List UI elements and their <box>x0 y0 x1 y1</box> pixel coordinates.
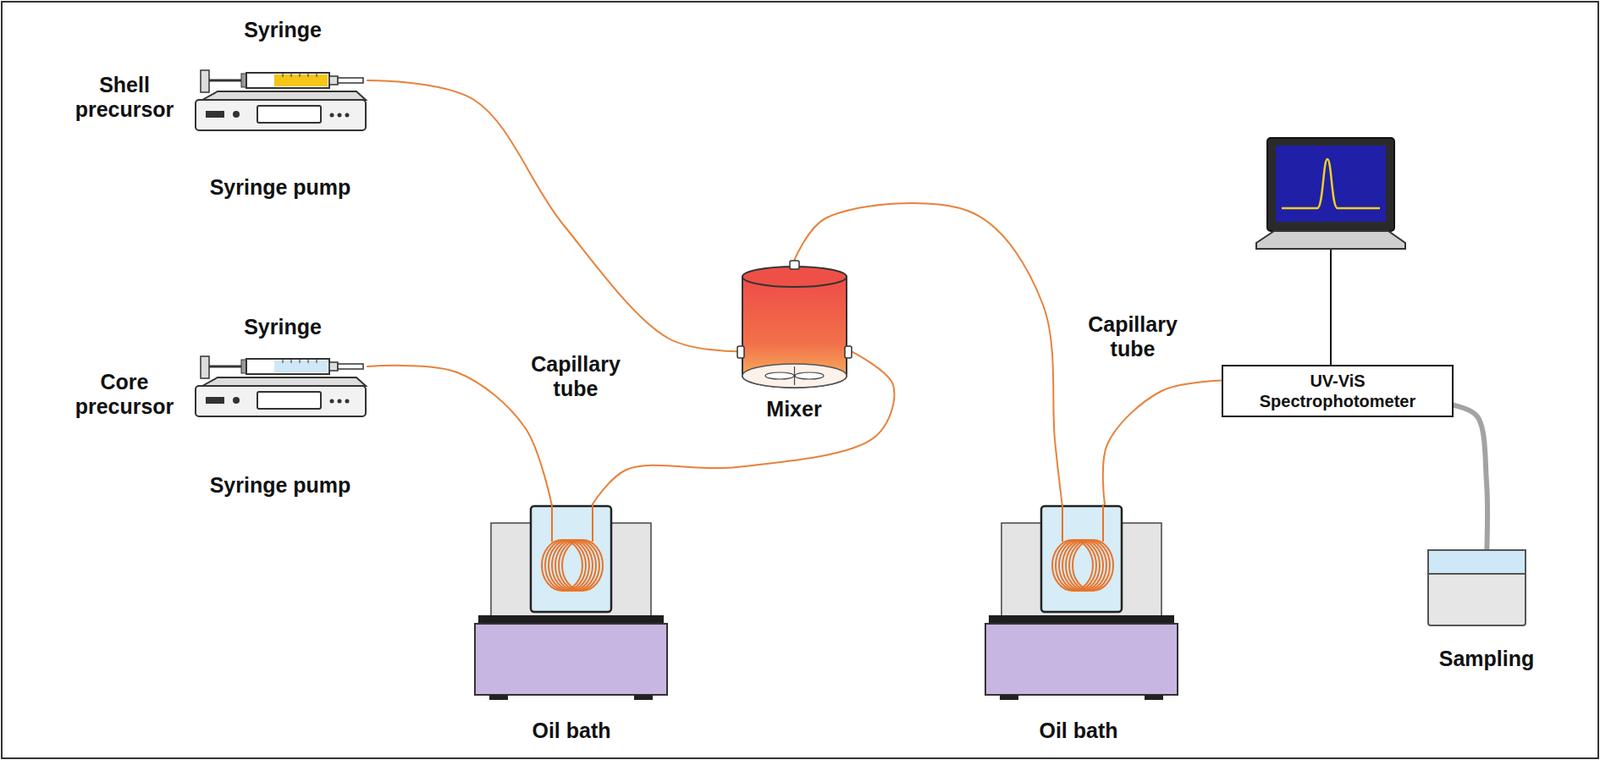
capillary-tube <box>367 80 738 352</box>
drawing-part <box>282 72 317 78</box>
drawing-part <box>200 356 210 379</box>
spectrum-peak <box>1281 159 1380 209</box>
component-label: Syringe pump <box>204 473 357 498</box>
drawing-part <box>489 695 508 701</box>
component-label: Mixer <box>734 397 854 422</box>
sampling-vial-drawing <box>1426 548 1528 628</box>
drawing-part <box>985 623 1178 696</box>
syringe-pump: SyringeShell precursorSyringe pump <box>193 66 368 133</box>
drawing-part <box>246 72 330 89</box>
drawing-part <box>257 105 321 123</box>
drawing-part <box>337 77 364 83</box>
drawing-part <box>562 540 603 591</box>
syringe-pump-drawing <box>193 352 368 420</box>
drawing-part <box>794 366 795 386</box>
capillary-tube <box>1453 405 1488 549</box>
drawing-part <box>844 346 852 359</box>
drawing-part <box>205 397 225 404</box>
oil-bath-drawing <box>474 504 668 704</box>
drawing-part <box>558 540 600 591</box>
drawing-part <box>794 372 824 380</box>
drawing-part <box>1102 504 1104 542</box>
drawing-part <box>195 99 366 131</box>
component-label: Syringe <box>206 17 359 43</box>
drawing-part <box>737 346 745 359</box>
component-label: Oil bath <box>503 718 640 744</box>
drawing-part <box>329 362 338 371</box>
component-label: Syringe pump <box>204 175 357 200</box>
drawing-part <box>200 70 210 93</box>
laptop-screen <box>1267 137 1395 232</box>
drawing-part <box>282 358 317 364</box>
data-cable <box>1329 248 1332 366</box>
tube-label: Capillary tube <box>1070 310 1196 364</box>
drawing-part <box>742 364 847 388</box>
capillary-tube <box>1103 380 1222 505</box>
tube-label: Capillary tube <box>513 350 639 403</box>
drawing-part <box>274 360 328 373</box>
oil-bath: Oil bath <box>984 504 1179 704</box>
drawing-part <box>988 615 1175 624</box>
drawing-part <box>257 391 321 409</box>
drawing-part <box>337 364 364 370</box>
drawing-part <box>742 276 847 388</box>
precursor-label: Core precursor <box>60 369 188 420</box>
drawing-part <box>345 113 350 118</box>
drawing-part <box>337 399 343 404</box>
drawing-part <box>337 113 343 118</box>
oil-bath-drawing <box>984 504 1179 704</box>
mixer-drawing <box>737 259 852 393</box>
drawing-part <box>209 79 245 83</box>
component-label: Syringe <box>206 314 359 340</box>
drawing-part <box>345 399 350 404</box>
drawing-part <box>789 260 800 270</box>
drawing-part <box>232 110 240 118</box>
drawing-part <box>195 386 366 417</box>
drawing-part <box>1041 506 1122 613</box>
sampling-vial: Sampling <box>1426 548 1528 628</box>
drawing-part <box>1428 550 1526 574</box>
drawing-part <box>202 377 366 387</box>
drawing-part <box>999 695 1019 701</box>
spectrophotometer-box: UV-ViS Spectrophotometer <box>1221 364 1454 418</box>
drawing-part <box>1069 540 1110 591</box>
drawing-part <box>1144 695 1164 701</box>
drawing-part <box>478 615 664 624</box>
drawing-part <box>634 695 653 701</box>
drawing-part <box>474 623 668 696</box>
laptop-display <box>1275 145 1386 222</box>
drawing-part <box>209 365 245 369</box>
drawing-part <box>530 506 612 613</box>
mixer: Mixer <box>737 259 852 393</box>
precursor-label: Shell precursor <box>60 72 188 122</box>
drawing-part <box>1072 540 1114 591</box>
drawing-part <box>202 91 366 100</box>
drawing-part <box>329 76 338 85</box>
instrument-label: UV-ViS Spectrophotometer <box>1246 370 1429 412</box>
drawing-part <box>274 74 328 87</box>
syringe-pump-drawing <box>193 66 368 133</box>
drawing-part <box>1428 550 1526 626</box>
laptop-keyboard <box>1256 231 1406 249</box>
drawing-part <box>551 504 553 542</box>
drawing-part <box>330 399 335 404</box>
drawing-part <box>205 110 225 118</box>
component-label: Sampling <box>1423 646 1551 672</box>
drawing-part <box>246 358 330 375</box>
component-label: Oil bath <box>1010 718 1147 744</box>
oil-bath: Oil bath <box>474 504 668 704</box>
drawing-part <box>232 397 240 404</box>
drawing-part <box>591 504 594 542</box>
drawing-part <box>765 372 795 380</box>
syringe-pump: SyringeCore precursorSyringe pump <box>193 352 368 420</box>
drawing-part <box>1061 504 1064 542</box>
drawing-part <box>330 113 335 118</box>
